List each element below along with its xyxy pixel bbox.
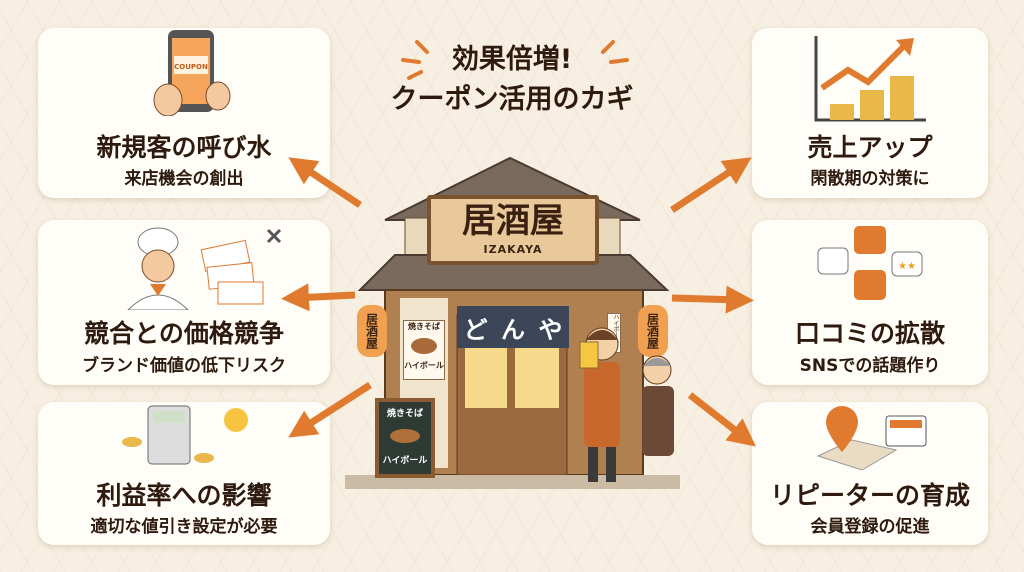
shop-signboard: 居酒屋 IZAKAYA [427,195,599,265]
arrow-to-new-customers [288,157,362,208]
noren-char: ん [500,315,525,344]
coupon-label: COUPON [174,63,208,71]
svg-text:★★: ★★ [898,261,916,272]
rising-chart-coins-icon [814,36,926,122]
card-subtitle: 閑散期の対策に [810,169,930,189]
card-subtitle: 会員登録の促進 [810,517,930,537]
menu-poster: 焼きそば ハイボール [403,320,445,380]
card-title: 口コミの拡散 [794,319,945,348]
card-title: 新規客の呼び水 [96,133,272,162]
card-title: 売上アップ [807,133,933,162]
card-new-customers: COUPON 新規客の呼び水 来店機会の創出 [38,28,330,198]
card-subtitle: ブランド価値の低下リスク [82,356,286,376]
noren-curtain: ど ん や [457,306,569,348]
poster-food: 焼きそば [408,322,440,331]
arrow-to-word-of-mouth [671,285,754,314]
noren-char: や [538,315,563,344]
thumbs-up-reviews-icon: ★★ [817,226,923,300]
board-drink: ハイボール [382,456,428,466]
lantern-right: 居酒屋 [638,305,668,357]
staff-illustration [579,327,674,482]
arrow-to-repeaters [687,392,757,447]
sign-text: 居酒屋 [462,201,564,241]
card-sales-up: 売上アップ 閑散期の対策に [752,28,988,198]
card-title: 競合との価格競争 [84,319,284,348]
arrow-to-profit-impact [288,382,372,438]
card-title: リピーターの育成 [769,481,970,510]
card-word-of-mouth: ★★ 口コミの拡散 SNSでの話題作り [752,220,988,385]
map-pin-shop-icon [816,406,927,471]
card-profit-impact: 利益率への影響 適切な値引き設定が必要 [38,402,330,545]
card-subtitle: SNSでの話題作り [799,356,941,376]
page-title: 効果倍増! クーポン活用のカギ [372,40,652,120]
card-repeaters: リピーターの育成 会員登録の促進 [752,402,988,545]
yakisoba-icon [411,338,437,354]
title-line-1: 効果倍増! [451,44,573,75]
arrow-to-price-competition [281,283,356,312]
title-burst-icon [401,40,629,80]
sign-text-en: IZAKAYA [483,243,543,256]
poster-drink: ハイボール [404,361,444,370]
card-subtitle: 適切な値引き設定が必要 [90,517,278,537]
title-line-2: クーポン活用のカギ [390,84,634,115]
menu-chalkboard: 焼きそば ハイボール [375,398,435,478]
smartphone-coupon-icon: COUPON [153,30,231,116]
yakisoba-icon [390,429,420,443]
calculator-coins-icon [122,405,248,465]
arrow-to-sales-up [670,157,752,213]
card-subtitle: 来店機会の創出 [124,169,244,189]
noren-char: ど [463,315,488,344]
board-food: 焼きそば [386,409,423,419]
card-title: 利益率への影響 [96,481,272,510]
izakaya-shop-illustration: 居酒屋 IZAKAYA ど ん や 居酒屋 居酒屋 焼きそば ハイボール ハイボ… [345,150,680,495]
worried-chef-icon [127,227,282,310]
lantern-left: 居酒屋 [357,305,387,357]
